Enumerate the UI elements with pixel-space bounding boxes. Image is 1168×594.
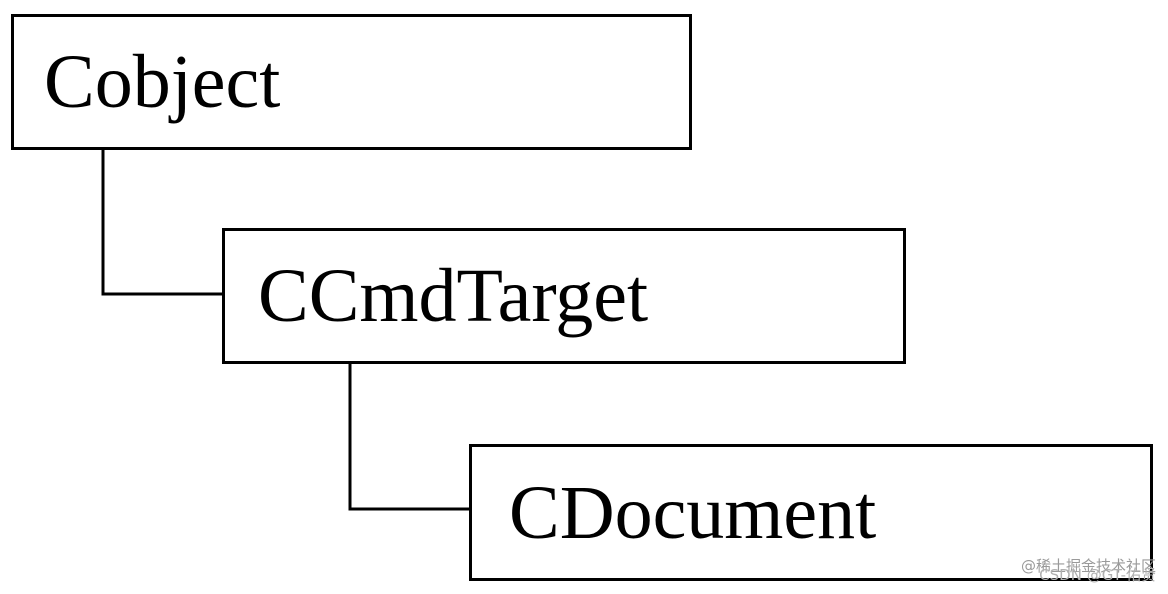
class-box-cdocument: CDocument <box>469 444 1153 581</box>
watermark-line-1: @稀土掘金技术社区 <box>1020 556 1156 575</box>
class-label-cobject: Cobject <box>44 40 281 124</box>
watermark-line-2: CSDN @GT-佑贤 <box>1039 565 1156 584</box>
class-label-cdocument: CDocument <box>509 470 877 555</box>
class-label-ccmdtarget: CCmdTarget <box>258 254 649 338</box>
class-box-cobject: Cobject <box>11 14 692 150</box>
connector-ccmdtarget-to-cdocument <box>348 364 469 511</box>
watermark: @稀土掘金技术社区 CSDN @GT-佑贤 <box>1020 556 1156 585</box>
class-box-ccmdtarget: CCmdTarget <box>222 228 906 364</box>
connector-cobject-to-ccmdtarget <box>101 150 222 296</box>
